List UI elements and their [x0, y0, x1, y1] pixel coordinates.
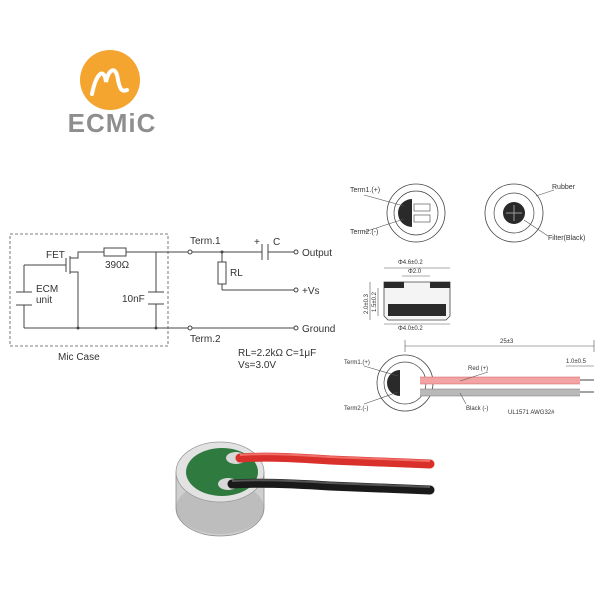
resistor-390 [103, 247, 127, 257]
photo-black-wire [227, 478, 435, 495]
photo-red-wire [235, 452, 435, 469]
ground-node [293, 325, 299, 331]
rl-label: RL [230, 268, 243, 279]
mic-case-outline [9, 233, 169, 347]
filter-label: Filter(Black) [548, 235, 585, 242]
ecmic-logo: ECMiC [68, 50, 157, 138]
vs-node [293, 287, 299, 293]
mic-case-label: Mic Case [58, 352, 100, 363]
dim-inner-label: Φ4.0±0.2 [398, 326, 423, 332]
strip-length-label: 1.0±0.5 [566, 359, 587, 365]
dim-body-label: 1.5±0.2 [372, 291, 378, 312]
ecm-unit-label: unit [36, 295, 52, 306]
formula-line-2: Vs=3.0V [238, 360, 276, 371]
cap-plus-label: + [254, 237, 260, 248]
front-term1-label: Term1.(+) [350, 187, 380, 194]
circuit-schematic: Mic Case ECM unit FET 390Ω 10nF Term.1 [9, 233, 335, 371]
drawing-black-wire [420, 389, 580, 396]
drawing-red-wire [420, 377, 580, 384]
dim-hole-label: Φ2.0 [408, 269, 422, 275]
dim-outer-label: Φ4.6±0.2 [398, 260, 423, 266]
lead-length-label: 25±3 [500, 339, 514, 345]
output-label: Output [302, 248, 332, 259]
resistor-390-label: 390Ω [105, 260, 130, 271]
red-wire-label: Red (+) [468, 366, 488, 372]
term2-label: Term.2 [190, 334, 221, 345]
dim-height-label: 2.0±0.3 [364, 293, 370, 314]
term1-label: Term.1 [190, 236, 221, 247]
load-resistor [217, 261, 227, 285]
term1-node [187, 249, 193, 255]
front-view-drawing: Term1.(+) Term2.(-) [350, 183, 446, 243]
term2-node [187, 325, 193, 331]
back-view-drawing: Rubber Filter(Black) [484, 183, 585, 243]
logo-wordmark: ECMiC [68, 108, 157, 138]
front-pad-icon [398, 199, 412, 227]
rubber-label: Rubber [552, 184, 576, 191]
cap-10nf-label: 10nF [122, 294, 145, 305]
output-node [293, 249, 299, 255]
vs-label: +Vs [302, 286, 320, 297]
fet-label: FET [46, 250, 65, 261]
wire-lead-drawing: 25±3 1.0±0.5 Red (+) Black (-) UL1571 AW… [344, 339, 595, 416]
wire-spec-label: UL1571 AWG32# [508, 410, 555, 416]
logo-m-icon [90, 68, 129, 96]
formula-line-1: RL=2.2kΩ C=1μF [238, 348, 316, 359]
ground-label: Ground [302, 324, 335, 335]
black-wire-label: Black (-) [466, 406, 488, 412]
product-photo [175, 441, 435, 537]
cap-c-label: C [273, 237, 280, 248]
front-term2-label: Term2.(-) [350, 229, 378, 236]
logo-circle-icon [80, 50, 140, 110]
wire-term1-label: Term1.(+) [344, 360, 370, 366]
side-dimension-drawing: Φ4.6±0.2 Φ2.0 Φ4.0±0.2 2.0±0.3 1.5±0.2 [364, 260, 451, 332]
ecm-label: ECM [36, 284, 58, 295]
wire-term2-label: Term2.(-) [344, 406, 368, 412]
